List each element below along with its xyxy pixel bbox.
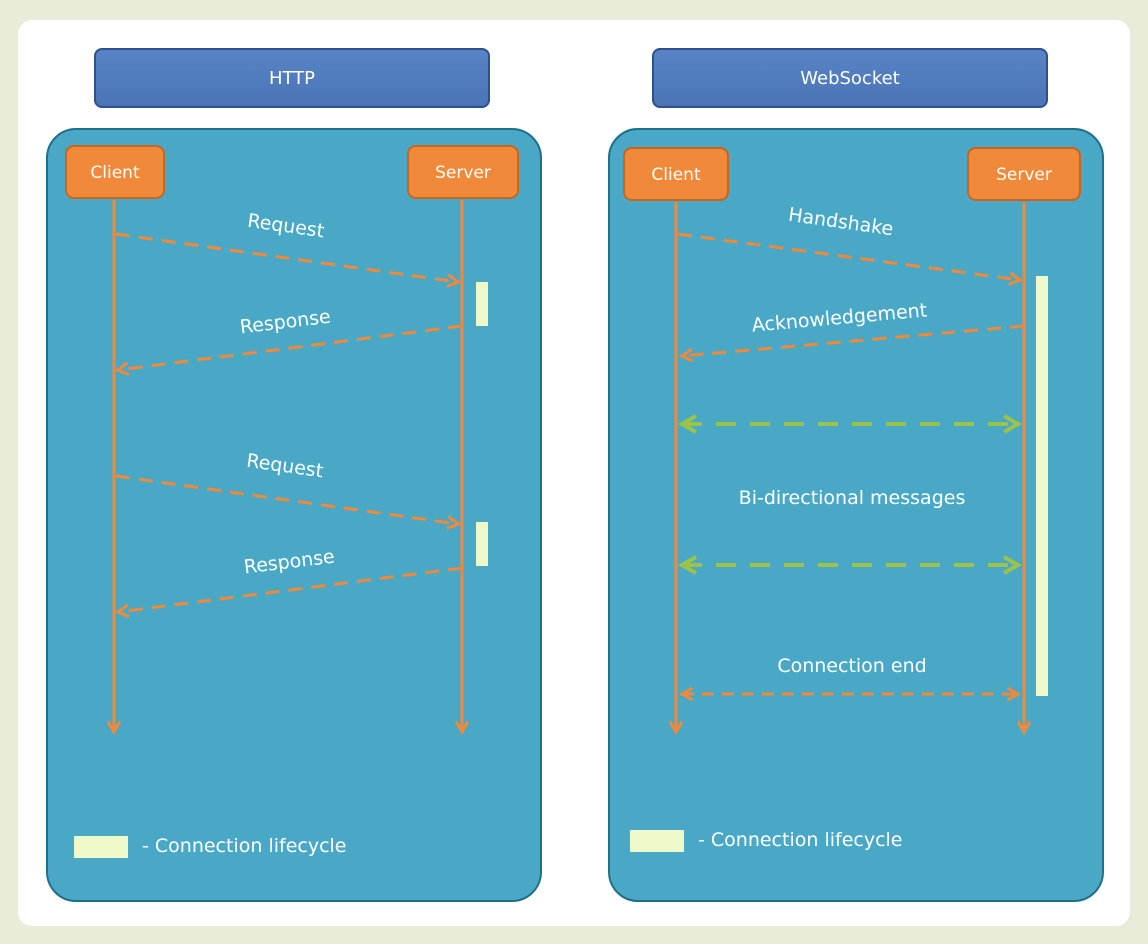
- ws-legend-swatch: [630, 830, 684, 852]
- http-request-label: Request: [245, 450, 324, 483]
- http-server-label: Server: [435, 163, 491, 183]
- ws-ack-label: Acknowledgement: [751, 299, 928, 336]
- diagram-canvas: HTTP WebSocket Client Server: [18, 20, 1130, 926]
- http-panel: [46, 128, 542, 902]
- websocket-title: WebSocket: [652, 48, 1048, 108]
- http-request-label: Request: [246, 210, 325, 243]
- ws-server-actor: Server: [967, 147, 1081, 201]
- ws-client-label: Client: [651, 165, 701, 185]
- ws-connection-end-label: Connection end: [777, 655, 926, 677]
- websocket-panel: [608, 128, 1104, 902]
- http-legend-swatch: [74, 836, 128, 858]
- ws-ack-arrow: [678, 324, 1025, 363]
- http-title: HTTP: [94, 48, 490, 108]
- http-client-actor: Client: [65, 145, 165, 199]
- http-lifecycle-bar: [476, 522, 488, 566]
- ws-handshake-arrow: [677, 232, 1023, 286]
- http-response-label: Response: [239, 306, 332, 339]
- http-response-label: Response: [243, 546, 336, 579]
- ws-client-actor: Client: [623, 147, 729, 201]
- ws-lifecycle-bar: [1036, 276, 1048, 696]
- http-legend-label: - Connection lifecycle: [142, 835, 346, 857]
- http-client-label: Client: [90, 163, 140, 183]
- http-response-arrow: [115, 324, 463, 377]
- ws-server-label: Server: [996, 165, 1052, 185]
- http-request-arrow: [115, 474, 461, 530]
- ws-bidirectional-label: Bi-directional messages: [739, 487, 966, 509]
- http-server-actor: Server: [407, 145, 519, 199]
- ws-handshake-label: Handshake: [787, 204, 895, 240]
- ws-legend-label: - Connection lifecycle: [698, 829, 902, 851]
- http-response-arrow: [115, 566, 463, 619]
- sequence-diagram-svg: Client Server Request Response Request R…: [65, 145, 1081, 858]
- http-request-arrow: [115, 232, 461, 288]
- http-lifecycle-bar: [476, 282, 488, 326]
